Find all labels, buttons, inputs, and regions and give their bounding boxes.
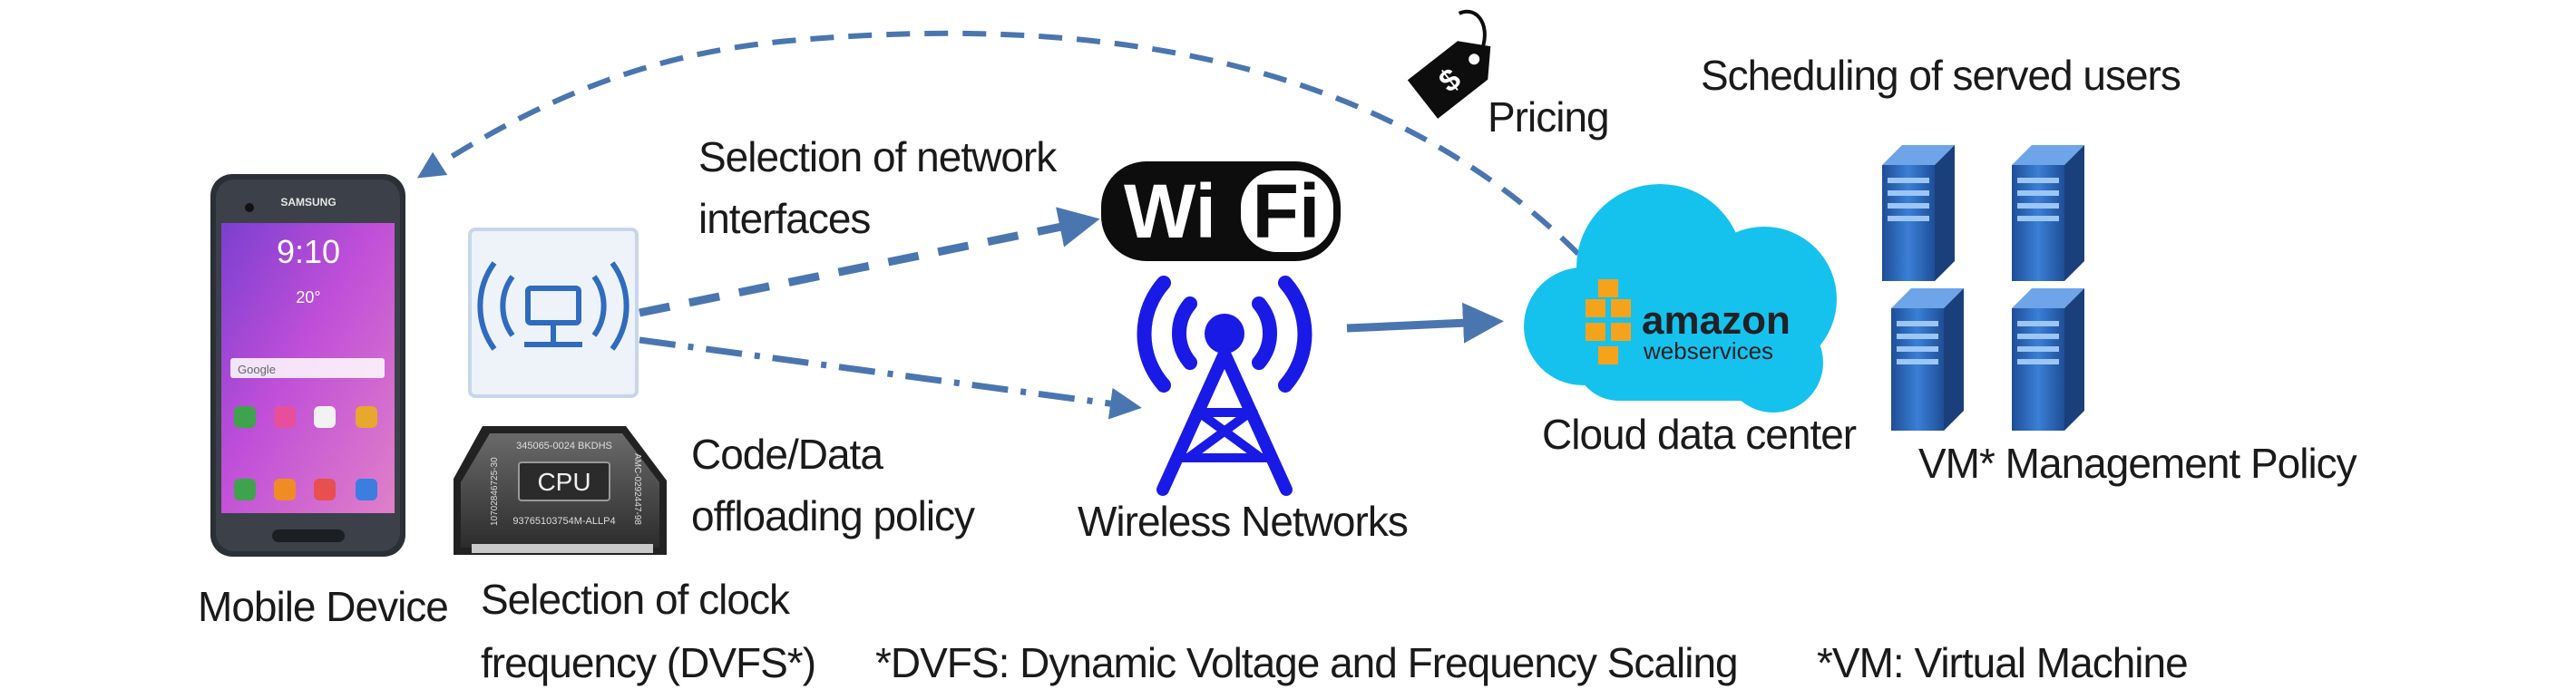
aws-logo-webservices: webservices xyxy=(1643,337,1773,364)
network-selection-arrow xyxy=(639,207,1100,317)
cpu-code-left: 10702846725-30 xyxy=(490,457,500,526)
clock-selection-label-line1: Selection of clock xyxy=(481,576,790,623)
cpu-code-bottom: 93765103754M-ALLP4 xyxy=(512,516,615,527)
wireless-networks-label: Wireless Networks xyxy=(1078,498,1409,545)
cloud-data-center-label: Cloud data center xyxy=(1542,411,1857,458)
network-interface-icon xyxy=(468,228,639,398)
clock-selection-label-line2: frequency (DVFS*) xyxy=(481,639,816,686)
aws-cubes-icon xyxy=(1586,279,1631,364)
server-rack-icon xyxy=(2012,288,2084,431)
phone-app-icons xyxy=(230,358,385,500)
network-to-cloud-arrow xyxy=(1346,302,1504,344)
offloading-label-line2: offloading policy xyxy=(691,492,975,539)
wifi-logo-text-wi: Wi xyxy=(1124,169,1216,254)
wireless-tower-icon xyxy=(1137,276,1312,496)
server-rack-icon xyxy=(1882,145,1955,281)
phone-time: 9:10 xyxy=(277,233,340,270)
vm-footnote: *VM: Virtual Machine xyxy=(1817,639,2189,686)
offloading-label-line1: Code/Data xyxy=(691,431,883,478)
pricing-label: Pricing xyxy=(1488,93,1610,141)
mobile-device-label: Mobile Device xyxy=(198,583,449,630)
network-selection-label-line1: Selection of network xyxy=(698,133,1057,180)
cpu-label: CPU xyxy=(537,468,590,496)
server-rack-icon xyxy=(2012,145,2084,281)
phone-brand: SAMSUNG xyxy=(280,196,336,209)
cpu-chip-icon xyxy=(454,426,667,555)
network-selection-label-line2: interfaces xyxy=(698,195,871,242)
aws-logo-amazon: amazon xyxy=(1642,298,1791,343)
cpu-code-top: 345065-0024 BKDHS xyxy=(516,441,612,451)
server-rack-icon xyxy=(1891,288,1964,431)
wifi-logo-text-fi: Fi xyxy=(1253,169,1321,254)
wifi-logo xyxy=(1101,161,1341,261)
scheduling-label: Scheduling of served users xyxy=(1701,52,2181,99)
pricing-feedback-arrow xyxy=(416,30,1581,257)
offloading-arrow xyxy=(639,336,1142,420)
price-tag-icon xyxy=(1407,9,1491,119)
dvfs-footnote: *DVFS: Dynamic Voltage and Frequency Sca… xyxy=(875,639,1739,686)
vm-policy-label: VM* Management Policy xyxy=(1918,440,2357,487)
phone-weather: 20° xyxy=(296,288,320,306)
cpu-code-right: AMC-0292447-98 xyxy=(632,453,642,525)
phone-search-text: Google xyxy=(238,363,276,376)
